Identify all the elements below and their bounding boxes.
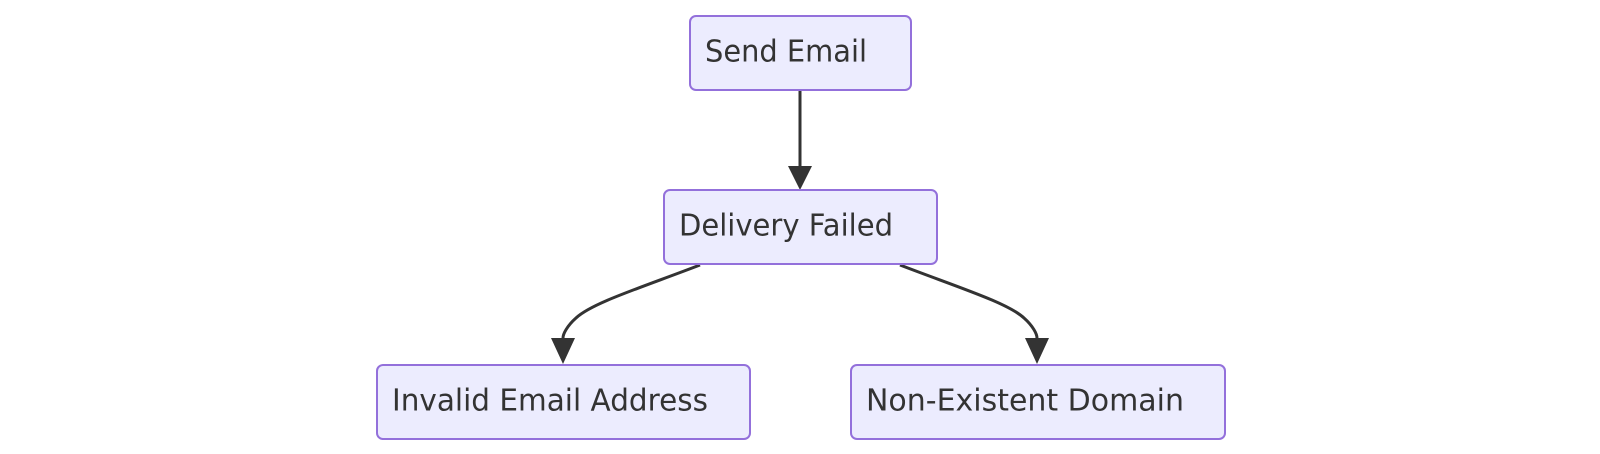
arrowhead-failed-to-nonexistent	[1025, 338, 1049, 364]
edges	[551, 91, 1049, 364]
arrowhead-failed-to-invalid	[551, 338, 575, 364]
node-label: Delivery Failed	[679, 209, 893, 244]
node-non-existent-domain: Non-Existent Domain	[850, 364, 1226, 440]
node-label: Non-Existent Domain	[866, 384, 1184, 419]
node-box	[663, 189, 938, 265]
node-box	[850, 364, 1226, 440]
node-send-email: Send Email	[689, 15, 912, 91]
edge-failed-to-invalid	[561, 263, 701, 339]
node-box	[689, 15, 912, 91]
node-label: Invalid Email Address	[392, 384, 708, 419]
node-label: Send Email	[705, 35, 867, 70]
node-delivery-failed: Delivery Failed	[663, 189, 938, 265]
node-box	[376, 364, 751, 440]
arrowhead-send-to-failed	[788, 166, 812, 190]
edge-failed-to-nonexistent	[899, 263, 1039, 339]
node-invalid-email-address: Invalid Email Address	[376, 364, 751, 440]
